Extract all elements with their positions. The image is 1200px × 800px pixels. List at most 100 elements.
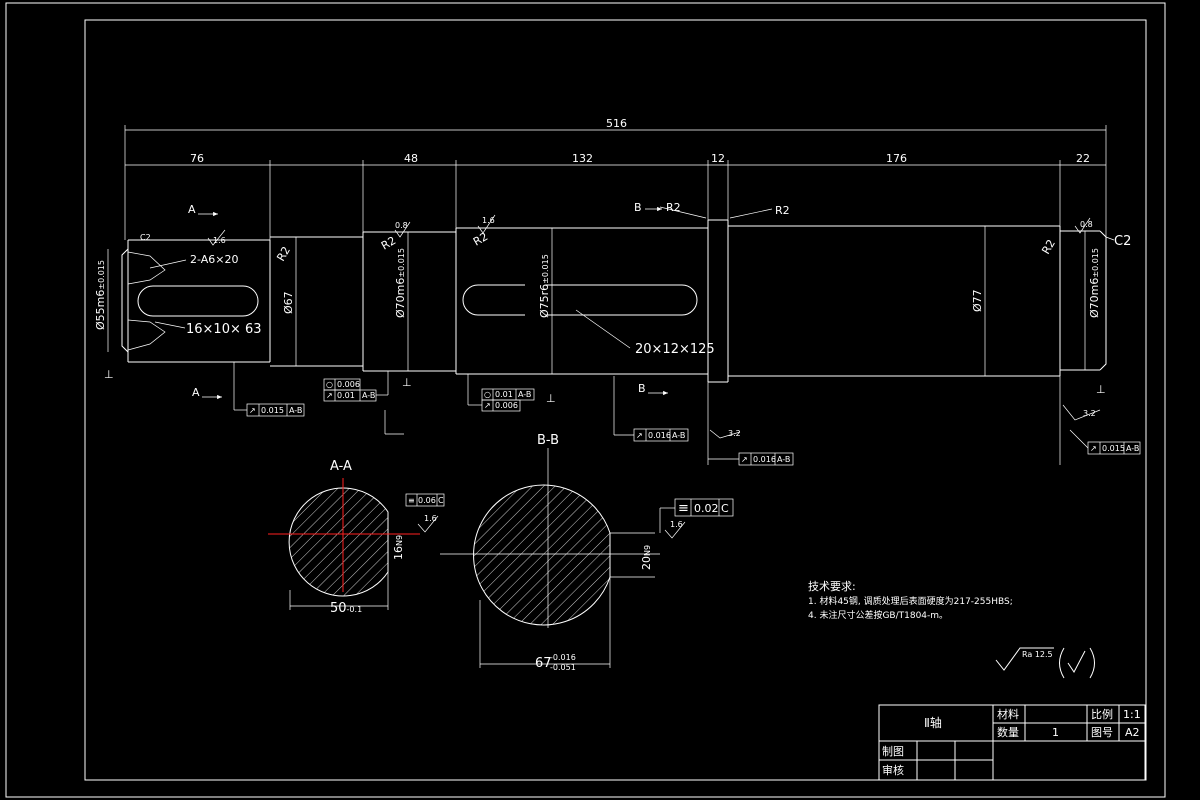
roughness-a: 1.6 — [213, 236, 226, 245]
diameter-d3: Ø70m6±0.015 — [394, 248, 407, 318]
dim-segment-3: 132 — [572, 152, 593, 165]
svg-text:↗: ↗ — [741, 455, 748, 464]
drawing-no-value: A2 — [1125, 726, 1140, 739]
svg-text:A-B: A-B — [672, 431, 685, 440]
svg-text:0.015: 0.015 — [261, 406, 284, 415]
outer-border — [5, 2, 1166, 798]
section-b-tol-ref: C — [721, 502, 729, 515]
section-a-width: 50-0.1 — [330, 601, 362, 616]
dimension-lines — [124, 125, 1107, 465]
fillet-5: R2 — [775, 204, 790, 217]
checked-label: 审核 — [882, 763, 904, 777]
section-b-width: 67 — [535, 656, 552, 671]
svg-text:A-B: A-B — [289, 406, 302, 415]
overall-dimension: 516 — [606, 117, 627, 130]
svg-text:0.006: 0.006 — [495, 401, 518, 410]
diameter-d4: Ø75r6±0.015 — [538, 254, 551, 318]
dim-segment-6: 22 — [1076, 152, 1090, 165]
chamfer-right: C2 — [1114, 234, 1131, 249]
section-marker-b-lower: B — [638, 382, 646, 395]
svg-text:≡: ≡ — [408, 496, 415, 505]
svg-text:0.016: 0.016 — [648, 431, 671, 440]
notes-heading: 技术要求: — [808, 580, 856, 593]
left-keyway — [137, 285, 259, 317]
fillet-6: R2 — [1039, 237, 1058, 256]
surface-finish-symbol: Ra 12.5 — [995, 647, 1095, 679]
svg-text:Ra 12.5: Ra 12.5 — [1022, 650, 1053, 659]
section-a-key-depth: 16N9 — [392, 535, 405, 560]
notes-line-2: 4. 未注尺寸公差按GB/T1804-m。 — [808, 609, 948, 621]
left-key-label: 16×10× 63 — [186, 322, 262, 337]
svg-text:0.015: 0.015 — [1102, 444, 1125, 453]
part-name: Ⅱ轴 — [924, 715, 942, 730]
chamfer-left: C2 — [140, 233, 151, 242]
svg-text:A-B: A-B — [518, 390, 531, 399]
fillet-4: R2 — [666, 201, 681, 214]
datum-symbol-2: ⊥ — [402, 376, 412, 389]
tolerance-frame-5: ↗ 0.016 A-B — [708, 452, 794, 466]
tolerance-frame-2: ○ 0.006 ↗ 0.01 A-B — [323, 371, 404, 435]
drawing-no-label: 图号 — [1091, 726, 1113, 739]
svg-text:≡: ≡ — [678, 501, 689, 516]
dim-segment-4: 12 — [711, 152, 725, 165]
section-a-title: A-A — [330, 459, 352, 474]
section-marker-b-upper: B — [634, 201, 642, 214]
right-keyway-a — [462, 284, 525, 316]
svg-text:A-B: A-B — [1126, 444, 1139, 453]
scale-value: 1:1 — [1123, 708, 1141, 721]
section-b-width-tol-upper: -0.016 — [550, 653, 576, 662]
svg-text:↗: ↗ — [1090, 444, 1097, 453]
datum-symbol-4: ⊥ — [1096, 383, 1106, 396]
fillet-1: R2 — [274, 244, 293, 263]
quantity-label: 数量 — [997, 726, 1019, 739]
right-keyway-b — [545, 284, 698, 316]
svg-text:↗: ↗ — [636, 431, 643, 440]
diameter-d5: Ø77 — [971, 289, 984, 312]
datum-symbol-1: ⊥ — [104, 368, 114, 381]
fillet-2: R2 — [379, 234, 398, 253]
right-key-label: 20×12×125 — [635, 342, 715, 357]
roughness-d: 0.8 — [1080, 220, 1093, 229]
notes-line-1: 1. 材料45钢, 调质处理后表面硬度为217-255HBS; — [808, 595, 1013, 607]
dim-segment-5: 176 — [886, 152, 907, 165]
tolerance-frame-3: ○ 0.01 A-B ↗ 0.006 — [467, 374, 535, 412]
section-a-cross-section — [288, 487, 389, 597]
roughness-g: 1.6 — [424, 514, 437, 523]
section-b-width-tol-lower: -0.051 — [550, 663, 576, 672]
inner-border — [84, 19, 1147, 781]
svg-text:0.006: 0.006 — [337, 380, 360, 389]
tolerance-frame-1: ↗ 0.015 A-B — [233, 362, 305, 417]
roughness-e: 3.2 — [728, 429, 741, 438]
drawn-label: 制图 — [882, 745, 904, 758]
section-a-tol-value: 0.06 — [418, 496, 436, 505]
section-b-key-depth: 20N9 — [640, 545, 653, 570]
diameter-d1: Ø55m6±0.015 — [94, 260, 107, 330]
section-marker-a-upper: A — [188, 203, 196, 216]
shaft-outline — [121, 219, 1107, 383]
svg-text:0.01: 0.01 — [337, 391, 355, 400]
title-block — [878, 704, 1146, 781]
svg-text:A-B: A-B — [777, 455, 790, 464]
section-b-tol-value: 0.02 — [694, 502, 719, 515]
roughness-h: 1.6 — [670, 520, 683, 529]
section-b-cross-section — [473, 484, 611, 626]
fillet-3: R2 — [471, 230, 490, 249]
diameter-d2: Ø67 — [282, 291, 295, 314]
center-hole-label: 2-A6×20 — [190, 253, 238, 266]
svg-text:A-B: A-B — [362, 391, 375, 400]
roughness-b: 0.8 — [395, 221, 408, 230]
svg-text:↗: ↗ — [484, 401, 491, 410]
datum-symbol-3: ⊥ — [546, 392, 556, 405]
roughness-c: 1.6 — [482, 216, 495, 225]
svg-text:0.01: 0.01 — [495, 390, 513, 399]
tolerance-frame-4: ↗ 0.016 A-B — [613, 376, 689, 442]
roughness-f: 3.2 — [1083, 409, 1096, 418]
quantity-value: 1 — [1052, 726, 1059, 739]
scale-label: 比例 — [1091, 707, 1113, 721]
svg-text:0.016: 0.016 — [753, 455, 776, 464]
tolerance-frame-6: ↗ 0.015 A-B — [1069, 429, 1141, 455]
section-b-title: B-B — [537, 433, 559, 448]
svg-text:↗: ↗ — [326, 391, 333, 400]
diameter-d6: Ø70m6±0.015 — [1088, 248, 1101, 318]
